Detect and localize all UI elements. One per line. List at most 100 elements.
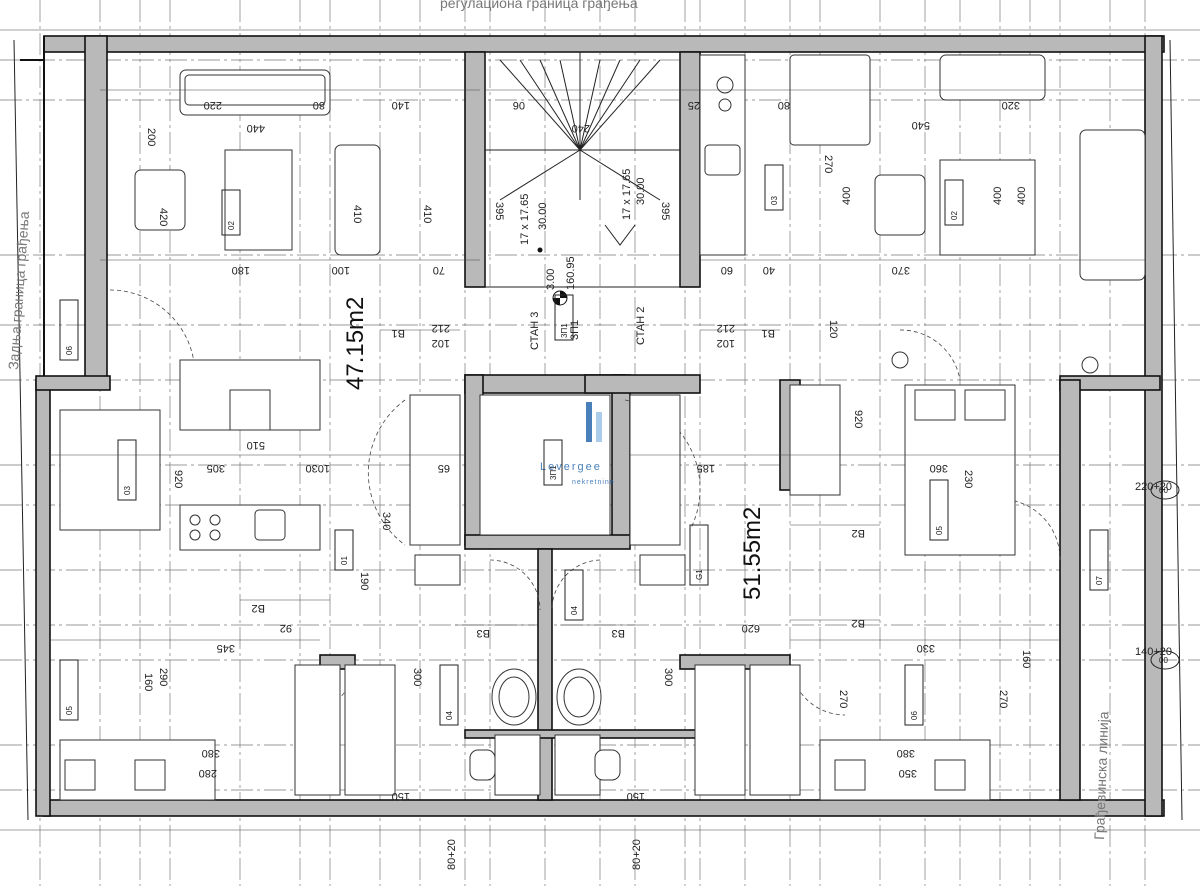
- watermark: Levergee nekretnine: [540, 402, 615, 486]
- marker-00-a: 00: [1159, 486, 1168, 495]
- beam-b1-left: B1: [392, 327, 405, 339]
- dim-65: 65: [438, 462, 450, 474]
- dim-160-a: 160: [142, 673, 154, 691]
- dim-320: 320: [1002, 99, 1020, 111]
- tag-01-left: 01: [340, 556, 349, 565]
- tag-03-right: 03: [770, 196, 779, 205]
- dim-300-b: 300: [662, 668, 674, 686]
- tag-05-right: 05: [935, 526, 944, 535]
- dim-92: 92: [280, 622, 292, 634]
- dim-350: 350: [899, 767, 917, 779]
- dim-80-b: 80: [778, 99, 790, 111]
- dim-80-20-b: 80+20: [631, 839, 643, 870]
- dimension-lines: [0, 29, 1200, 831]
- dim-400-c: 400: [1016, 187, 1028, 205]
- stair-label-right: СТАН 2: [635, 307, 647, 345]
- edge-label-right: Грађевинска линија: [1091, 711, 1111, 840]
- dim-220-20: 220+20: [1135, 481, 1172, 493]
- dim-140-20: 140+20: [1135, 646, 1172, 658]
- dim-270-a: 270: [822, 155, 834, 173]
- dim-230: 230: [962, 470, 974, 488]
- dim-40: 40: [763, 264, 775, 276]
- dim-920-b: 920: [852, 410, 864, 428]
- dim-340: 340: [380, 512, 392, 530]
- dim-345: 345: [217, 642, 235, 654]
- dim-160-b: 160: [1020, 650, 1032, 668]
- dim-370: 370: [892, 264, 910, 276]
- dim-190: 190: [358, 572, 370, 590]
- exterior-walls: [13, 35, 1183, 821]
- beam-labels: B1 B1 B2 B2 B2 B3 B3: [252, 327, 865, 639]
- stair-steps-b: 17 x 17.65: [621, 169, 633, 220]
- dim-290: 290: [157, 668, 169, 686]
- dim-06: 06: [513, 99, 525, 111]
- dim-102-b: 102: [717, 337, 735, 349]
- dimensions: 220 80 440 140 06 240 25 80 540 320 200 …: [142, 99, 1172, 870]
- tag-07: 07: [1095, 576, 1104, 585]
- beam-b2-right: B2: [852, 527, 865, 539]
- dim-150-b: 150: [627, 790, 645, 802]
- dim-620: 620: [742, 622, 760, 634]
- dim-80-20-a: 80+20: [446, 839, 458, 870]
- tag-05-left: 05: [65, 706, 74, 715]
- dim-212-a: 212: [432, 322, 450, 334]
- stair-len-a: 30.00: [537, 202, 549, 230]
- stair-len-b: 30.00: [635, 177, 647, 205]
- dim-440: 440: [247, 122, 265, 134]
- beam-b1-right: B1: [762, 327, 775, 339]
- bathrooms: [414, 394, 686, 796]
- dim-380-a: 380: [202, 747, 220, 759]
- dim-395-a: 395: [493, 202, 505, 220]
- furniture-right: [629, 54, 1146, 801]
- area-apartment-left: 47.15m2: [342, 297, 369, 390]
- dim-25: 25: [688, 99, 700, 111]
- dim-180: 180: [232, 264, 250, 276]
- tag-02-left: 02: [227, 221, 236, 230]
- dim-270-b: 270: [997, 690, 1009, 708]
- beam-b3-right: B3: [612, 627, 625, 639]
- marker-00-b: 00: [1159, 656, 1168, 665]
- stair-steps-a: 17 x 17.65: [519, 194, 531, 245]
- dim-220: 220: [204, 99, 222, 111]
- tag-03-left: 03: [123, 486, 132, 495]
- furniture-left: [59, 69, 461, 801]
- dim-70: 70: [433, 264, 445, 276]
- dim-102-a: 102: [432, 337, 450, 349]
- dim-212-b: 212: [717, 322, 735, 334]
- tag-04-right: 04: [570, 606, 579, 615]
- dim-1030: 1030: [306, 462, 330, 474]
- tag-3p1-b: 3П1: [549, 465, 558, 480]
- dim-395-b: 395: [659, 202, 671, 220]
- dim-510: 510: [247, 439, 265, 451]
- edge-label-left: Задња граница грађења: [5, 210, 32, 370]
- stair-elevation-2: 160.95: [565, 256, 577, 290]
- dim-80-a: 80: [313, 99, 325, 111]
- tag-04-left: 04: [445, 711, 454, 720]
- room-tags: 02 03 02 06 03 01 05 G1 07 05 06 04 04 3…: [59, 164, 1109, 726]
- stair-label-left: СТАН 3: [529, 312, 541, 350]
- dim-360: 360: [930, 462, 948, 474]
- watermark-sub: nekretnine: [572, 479, 615, 486]
- doors: [109, 289, 1061, 716]
- dim-60: 60: [721, 264, 733, 276]
- dim-280: 280: [199, 767, 217, 779]
- tag-02-right: 02: [950, 211, 959, 220]
- dim-410-a: 410: [351, 205, 363, 223]
- dim-140: 140: [392, 99, 410, 111]
- dim-380-b: 380: [897, 747, 915, 759]
- dim-400-a: 400: [841, 187, 853, 205]
- dim-185: 185: [697, 462, 715, 474]
- beam-b3-left: B3: [477, 627, 490, 639]
- beam-b2-right-b: B2: [852, 617, 865, 629]
- dim-200: 200: [145, 128, 157, 146]
- dim-540: 540: [912, 119, 930, 131]
- tag-06-left: 06: [65, 346, 74, 355]
- interior-walls: [319, 51, 1081, 801]
- dim-300-a: 300: [411, 668, 423, 686]
- dim-100: 100: [332, 264, 350, 276]
- dim-305: 305: [207, 462, 225, 474]
- dim-240: 240: [572, 122, 590, 134]
- dim-920-a: 920: [172, 470, 184, 488]
- dim-400-b: 400: [992, 187, 1004, 205]
